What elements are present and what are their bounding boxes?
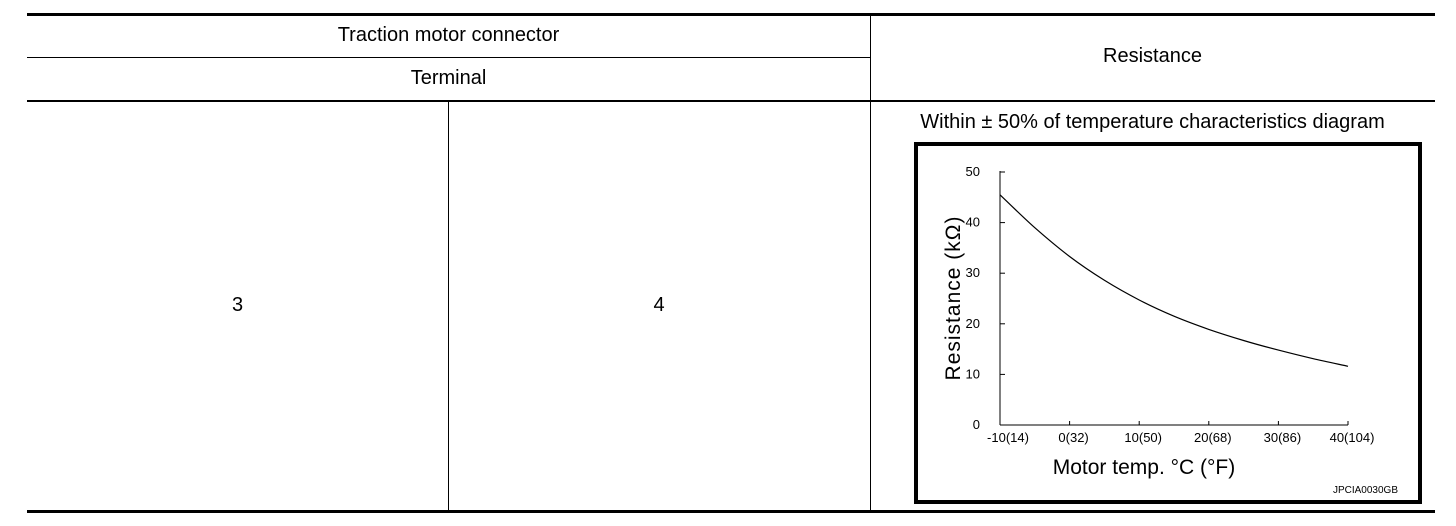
resistance-spec: Within ± 50% of temperature characterist… <box>920 111 1385 133</box>
y-tick-label: 20 <box>966 316 980 331</box>
header-connector: Traction motor connector <box>337 24 560 46</box>
specification-table: Traction motor connector Terminal Resist… <box>27 0 1435 526</box>
temperature-characteristics-chart: 0 10 20 30 40 50 -10(14) 0(32) 10(50) 20(68) 30(86… <box>914 142 1422 504</box>
table-top-border <box>27 13 1435 16</box>
y-tick-label: 10 <box>966 366 980 381</box>
column-divider-terminal <box>448 101 449 512</box>
header-resistance: Resistance <box>1103 45 1202 67</box>
header-terminal: Terminal <box>410 67 487 89</box>
resistance-curve <box>999 194 1349 367</box>
header-divider <box>27 57 870 58</box>
y-tick-label: 30 <box>966 265 980 280</box>
x-tick-label: 40(104) <box>1330 430 1375 445</box>
x-axis-label: Motor temp. °C (°F) <box>1053 456 1235 479</box>
y-axis-label: Resistance (kΩ) <box>942 216 965 381</box>
x-tick-label: 30(86) <box>1264 430 1302 445</box>
header-bottom-border <box>27 100 1435 102</box>
terminal-b-value: 4 <box>653 294 665 316</box>
y-tick-label: 0 <box>973 417 980 432</box>
image-code: JPCIA0030GB <box>1333 485 1398 496</box>
x-tick-label: 0(32) <box>1058 430 1088 445</box>
column-divider-resistance <box>870 14 871 512</box>
terminal-a-value: 3 <box>231 294 244 316</box>
chart-canvas: 0 10 20 30 40 50 -10(14) 0(32) 10(50) 20(68) 30(86… <box>942 164 1398 496</box>
x-tick-label: -10(14) <box>987 430 1029 445</box>
y-tick-label: 50 <box>966 164 980 179</box>
y-tick-label: 40 <box>966 215 980 230</box>
table-bottom-border <box>27 510 1435 513</box>
x-tick-label: 10(50) <box>1124 430 1162 445</box>
x-tick-label: 20(68) <box>1194 430 1232 445</box>
